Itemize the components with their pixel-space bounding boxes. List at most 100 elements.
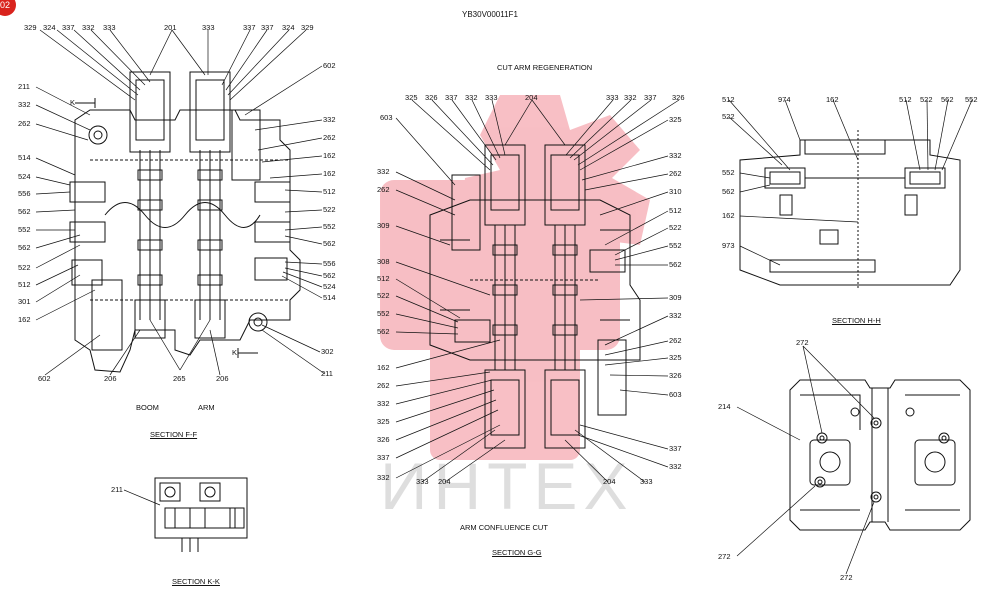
gg-top-label: 204: [525, 93, 538, 102]
ff-right-label: 524: [323, 282, 336, 291]
ff-left-label: 562: [18, 207, 31, 216]
hh-label: 522: [722, 112, 735, 121]
ff-left-label: 332: [18, 100, 31, 109]
section-hh-drawing: [740, 130, 960, 290]
gg-left-label: 332: [377, 167, 390, 176]
ff-bottom-label: 265: [173, 374, 186, 383]
kk-label: 211: [111, 485, 123, 494]
gg-left-label: 262: [377, 381, 390, 390]
gg-left-label: 512: [377, 274, 390, 283]
ff-left-label: 211: [18, 82, 30, 91]
ff-left-label: 524: [18, 172, 31, 181]
gg-top-label: 337: [445, 93, 458, 102]
gg-left-label: 325: [377, 417, 390, 426]
ff-left-label: 301: [18, 297, 31, 306]
ff-left-label: 512: [18, 280, 31, 289]
ff-right-label: 262: [323, 133, 336, 142]
ff-left-label: 514: [18, 153, 31, 162]
gg-right-label: 332: [669, 311, 682, 320]
doc-code: YB30V00011F1: [462, 10, 518, 19]
gg-right-label: 262: [669, 169, 682, 178]
br-label: 272: [796, 338, 809, 347]
gg-right-label: 325: [669, 115, 682, 124]
section-ff-drawing: [70, 72, 300, 372]
gg-top-label: 332: [465, 93, 478, 102]
br-label: 272: [840, 573, 853, 582]
ff-right-label: 522: [323, 205, 336, 214]
gg-top-label: 333: [606, 93, 619, 102]
gg-top-label: 337: [644, 93, 657, 102]
gg-right-label: 552: [669, 241, 682, 250]
ff-top-label: 324: [282, 23, 295, 32]
gg-right-label: 512: [669, 206, 682, 215]
hh-label: 522: [920, 95, 933, 104]
gg-right-label: 332: [669, 151, 682, 160]
hh-label: 162: [826, 95, 839, 104]
gg-footer: ARM CONFLUENCE CUT: [460, 523, 548, 532]
gg-left-label: 332: [377, 399, 390, 408]
ff-top-label: 329: [301, 23, 314, 32]
section-kk-caption: SECTION K-K: [172, 577, 220, 586]
gg-right-label: 309: [669, 293, 682, 302]
ff-left-label: 556: [18, 189, 31, 198]
k-mark: K: [232, 348, 238, 357]
ff-right-label: 562: [323, 271, 336, 280]
gg-bottom-label: 204: [603, 477, 616, 486]
section-gg-caption: SECTION G-G: [492, 548, 542, 557]
gg-top-label: 326: [425, 93, 438, 102]
section-ff-caption: SECTION F-F: [150, 430, 198, 439]
gg-right-label: 310: [669, 187, 682, 196]
ff-bottom-label: 602: [38, 374, 51, 383]
hh-label: 974: [778, 95, 791, 104]
ff-right-label: 556: [323, 259, 336, 268]
hh-label: 512: [722, 95, 735, 104]
gg-left-label: 326: [377, 435, 390, 444]
ff-bottom-label: 206: [216, 374, 229, 383]
br-label: 272: [718, 552, 731, 561]
gg-bottom-label: 333: [640, 477, 653, 486]
ff-left-label: 522: [18, 263, 31, 272]
ff-right-label: 512: [323, 187, 336, 196]
ff-top-label: 333: [103, 23, 116, 32]
ff-right-label: 562: [323, 239, 336, 248]
ff-right-label: 332: [323, 115, 336, 124]
hh-label: 162: [722, 211, 735, 220]
gg-left-label: 337: [377, 453, 390, 462]
section-hh-caption: SECTION H-H: [832, 316, 881, 325]
bottom-right-drawing: [790, 380, 970, 530]
gg-top-label: 332: [624, 93, 637, 102]
ff-top-label: 337: [243, 23, 256, 32]
ff-right-label: 162: [323, 169, 336, 178]
ff-right-label: 602: [323, 61, 336, 70]
arm-label: ARM: [198, 403, 215, 412]
ff-top-label: 201: [164, 23, 177, 32]
gg-top-label: 326: [672, 93, 685, 102]
gg-header: CUT ARM REGENERATION: [497, 63, 593, 72]
gg-right-label: 603: [669, 390, 682, 399]
gg-left-label: 162: [377, 363, 390, 372]
gg-left-label: 308: [377, 257, 390, 266]
gg-right-label: 326: [669, 371, 682, 380]
page-number-badge: 02: [0, 0, 16, 16]
ff-left-label: 262: [18, 119, 31, 128]
gg-left-label: 262: [377, 185, 390, 194]
gg-left-label: 603: [380, 113, 393, 122]
k-mark: K: [70, 98, 76, 107]
ff-left-label: 562: [18, 243, 31, 252]
hh-label: 552: [722, 168, 735, 177]
watermark-text: ИНТЕХ: [380, 449, 634, 523]
ff-top-label: 332: [82, 23, 95, 32]
ff-top-label: 329: [24, 23, 37, 32]
hh-label: 562: [722, 187, 735, 196]
ff-top-label: 333: [202, 23, 215, 32]
gg-left-label: 552: [377, 309, 390, 318]
gg-right-label: 262: [669, 336, 682, 345]
section-kk-drawing: [155, 478, 247, 552]
hh-label: 562: [941, 95, 954, 104]
ff-bottom-label: 302: [321, 347, 334, 356]
br-label: 214: [718, 402, 731, 411]
ff-left-label: 552: [18, 225, 31, 234]
gg-left-label: 522: [377, 291, 390, 300]
